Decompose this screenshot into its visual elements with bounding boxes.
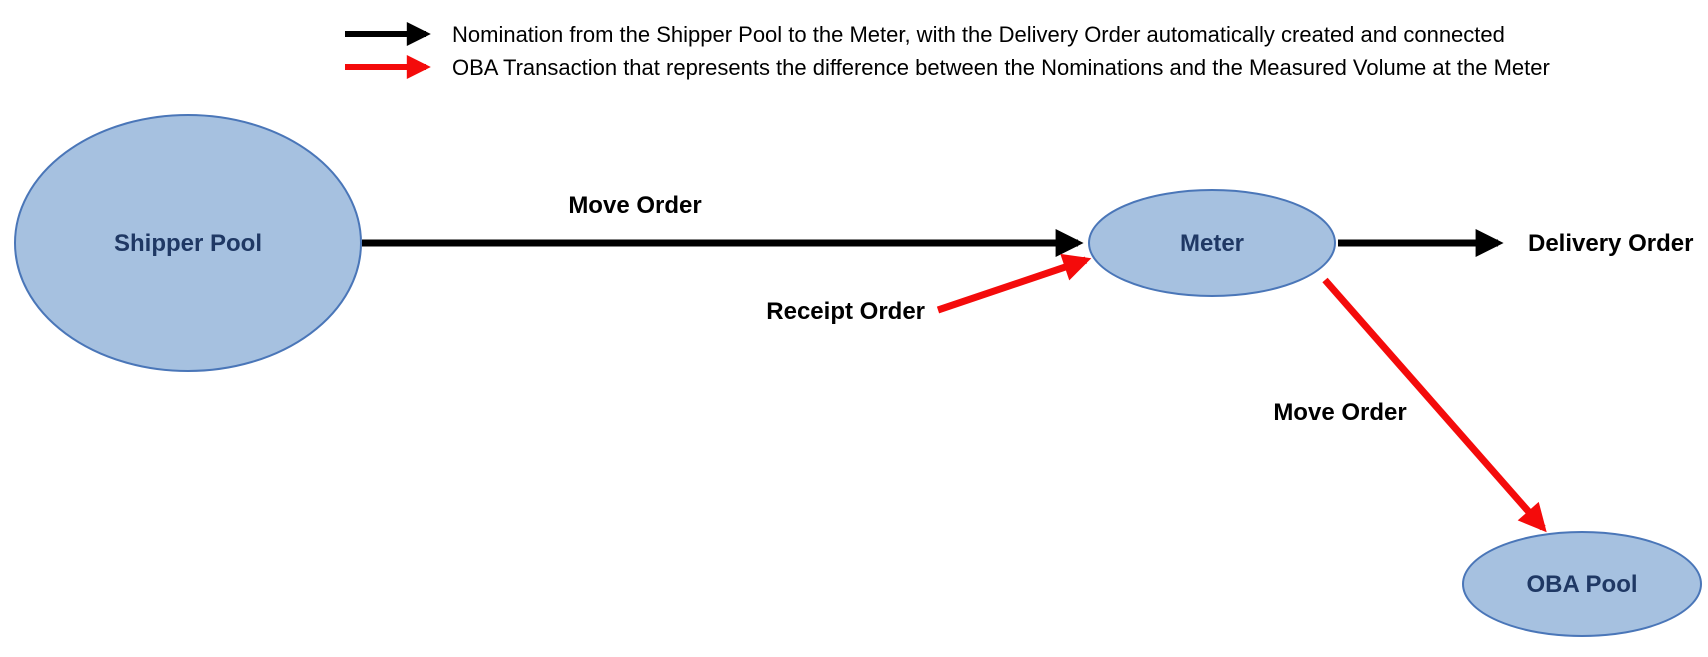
- edge-meter-to-delivery-label: Delivery Order: [1528, 230, 1693, 257]
- node-shipper-pool: Shipper Pool: [14, 114, 362, 372]
- legend-nomination-text: Nomination from the Shipper Pool to the …: [452, 22, 1505, 47]
- nodes: Shipper Pool Meter OBA Pool: [14, 114, 1702, 637]
- node-meter-shape: [1088, 189, 1336, 297]
- edge-receipt-to-meter-label: Receipt Order: [766, 298, 925, 325]
- edge-shipper-to-meter-label: Move Order: [568, 192, 701, 219]
- edges: Move Order Delivery Order Receipt Order …: [362, 192, 1693, 533]
- node-oba-pool-shape: [1462, 531, 1702, 637]
- node-oba-pool-label: OBA Pool: [1526, 571, 1637, 598]
- node-meter-label: Meter: [1180, 230, 1244, 257]
- legend-oba-text: OBA Transaction that represents the diff…: [452, 55, 1550, 80]
- edge-meter-to-oba: [1322, 277, 1547, 533]
- node-shipper-pool-shape: [14, 114, 362, 372]
- legend: Nomination from the Shipper Pool to the …: [345, 22, 1550, 80]
- edge-receipt-to-meter: [936, 253, 1092, 314]
- node-oba-pool: OBA Pool: [1462, 531, 1702, 637]
- node-shipper-pool-label: Shipper Pool: [114, 230, 262, 257]
- edge-meter-to-oba-label: Move Order: [1273, 399, 1406, 426]
- node-meter: Meter: [1088, 189, 1336, 297]
